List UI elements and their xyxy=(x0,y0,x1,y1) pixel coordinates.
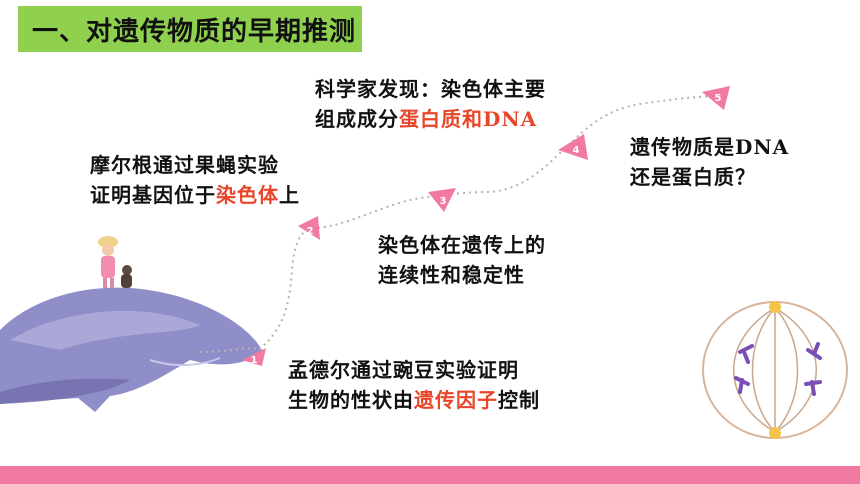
step-3-line2: 连续性和稳定性 xyxy=(378,263,525,287)
step-2-line2: 证明基因位于染色体上 xyxy=(90,180,300,210)
title-banner: 一、对遗传物质的早期推测 xyxy=(18,6,362,52)
step-1-highlight: 遗传因子 xyxy=(414,388,498,412)
step-5-text: 遗传物质是DNA 还是蛋白质？ xyxy=(630,132,789,192)
step-5-line1: 遗传物质是DNA xyxy=(630,135,790,159)
step-4-line1: 科学家发现：染色体主要 xyxy=(315,77,546,101)
whale-illustration xyxy=(0,287,262,412)
spindle-cell-diagram xyxy=(702,301,848,439)
step-4-line2: 组成成分蛋白质和DNA xyxy=(315,104,546,134)
step-5-line2: 还是蛋白质？ xyxy=(630,165,756,189)
step-1-line2-pre: 生物的性状由 xyxy=(288,388,414,412)
step-marker-2: 2 xyxy=(298,216,320,240)
step-num-1: 1 xyxy=(251,355,258,366)
step-1-line2-post: 控制 xyxy=(498,388,540,412)
step-marker-3: 3 xyxy=(428,188,456,212)
step-2-line1: 摩尔根通过果蝇实验 xyxy=(90,153,279,177)
step-4-line2-pre: 组成成分 xyxy=(315,107,399,131)
step-4-text: 科学家发现：染色体主要 组成成分蛋白质和DNA xyxy=(315,74,546,134)
step-2-line2-post: 上 xyxy=(279,183,300,207)
step-marker-1: 1 xyxy=(242,348,266,366)
step-marker-4: 4 xyxy=(558,134,588,160)
step-4-highlight: 蛋白质和DNA xyxy=(399,107,538,131)
bottom-bar xyxy=(0,466,860,484)
step-num-3: 3 xyxy=(440,196,447,207)
slide-title: 一、对遗传物质的早期推测 xyxy=(32,16,357,47)
step-2-text: 摩尔根通过果蝇实验 证明基因位于染色体上 xyxy=(90,150,300,210)
step-2-highlight: 染色体 xyxy=(216,183,279,207)
step-1-line2: 生物的性状由遗传因子控制 xyxy=(288,385,540,415)
step-3-line1: 染色体在遗传上的 xyxy=(378,233,546,257)
step-2-line2-pre: 证明基因位于 xyxy=(90,183,216,207)
step-1-text: 孟德尔通过豌豆实验证明 生物的性状由遗传因子控制 xyxy=(288,355,540,415)
step-num-2: 2 xyxy=(307,226,314,237)
step-marker-5: 5 xyxy=(702,86,730,110)
step-3-text: 染色体在遗传上的 连续性和稳定性 xyxy=(378,230,546,290)
step-num-5: 5 xyxy=(715,93,722,104)
girl-with-dog xyxy=(98,236,132,288)
step-1-line1: 孟德尔通过豌豆实验证明 xyxy=(288,358,519,382)
step-num-4: 4 xyxy=(573,145,580,156)
